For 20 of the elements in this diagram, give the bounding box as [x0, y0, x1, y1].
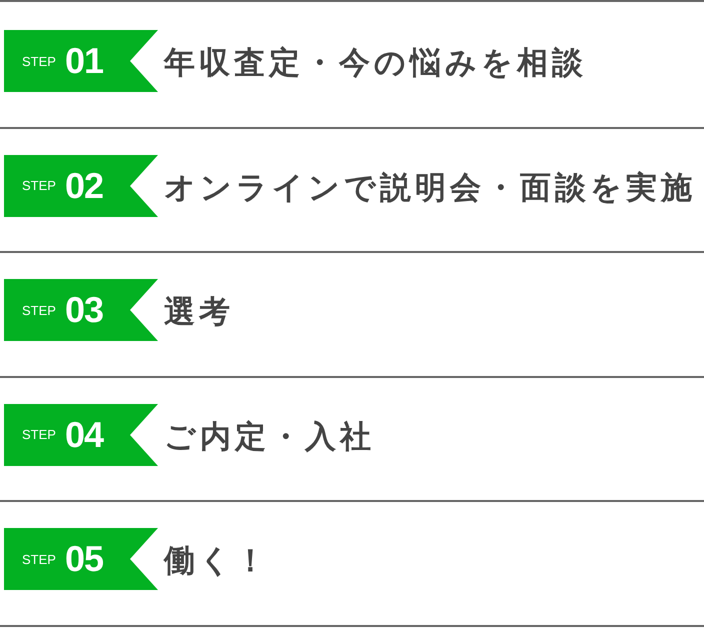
- step-number: 03: [64, 292, 104, 328]
- step-number: 04: [64, 416, 104, 452]
- step-badge: [4, 279, 158, 341]
- step-title: 年収査定・今の悩みを相談: [164, 44, 587, 82]
- step-number: 05: [64, 541, 104, 577]
- step-number: 02: [64, 168, 104, 204]
- step-badge: [4, 528, 158, 590]
- step-badge: [4, 404, 158, 466]
- step-badge: [4, 30, 158, 92]
- step-title: ご内定・入社: [164, 418, 375, 456]
- step-number: 01: [64, 43, 104, 79]
- step-title: 選考: [164, 293, 234, 331]
- step-label: STEP: [22, 179, 56, 192]
- step-label: STEP: [22, 54, 56, 68]
- step-title: 働く！: [164, 542, 270, 580]
- step-title: オンラインで説明会・面談を実施: [164, 168, 696, 206]
- step-label: STEP: [22, 428, 56, 441]
- step-label: STEP: [22, 304, 56, 316]
- step-label: STEP: [22, 552, 56, 566]
- step-badge: [4, 154, 158, 216]
